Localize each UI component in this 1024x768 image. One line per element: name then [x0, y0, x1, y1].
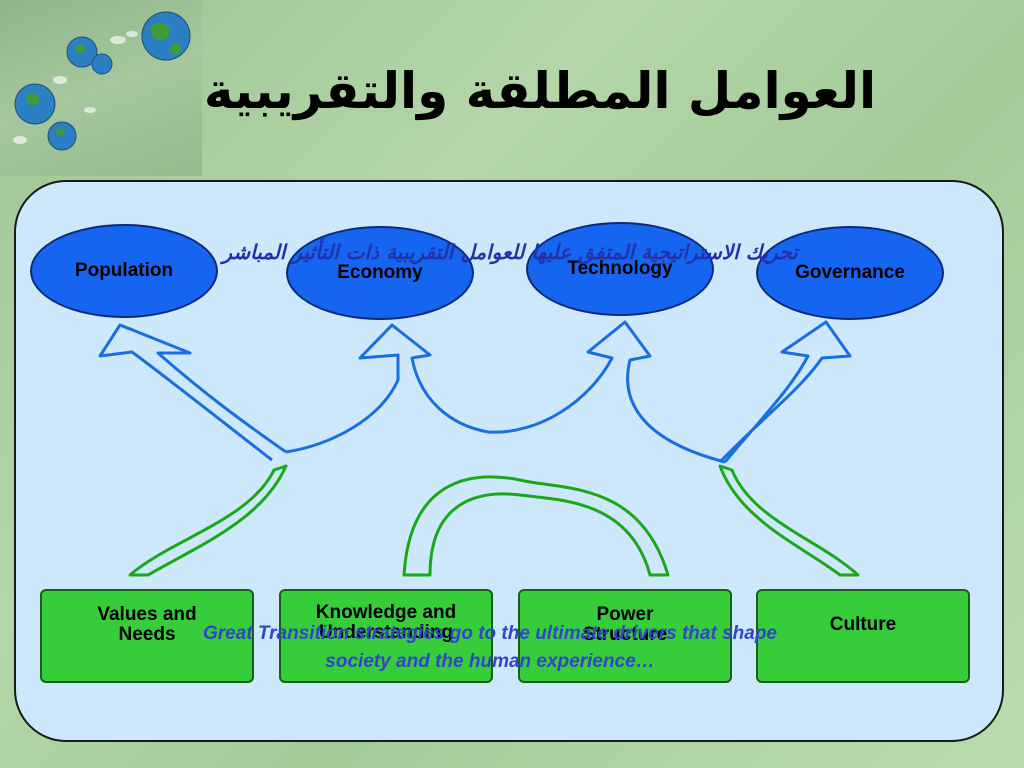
knowledge-line1: Knowledge and: [315, 602, 457, 623]
technology-node: Technology: [526, 222, 714, 316]
governance-label: Governance: [795, 262, 905, 283]
values-needs-line2: Needs: [118, 624, 176, 645]
knowledge-line2: Understanding: [318, 622, 454, 643]
globe-footprints-logo: [0, 0, 202, 176]
population-node: Population: [30, 224, 218, 318]
globe-footprints-icon: [13, 11, 191, 151]
culture-line1: Culture: [829, 614, 897, 635]
english-caption-line1: Great Transition strategies go to the ul…: [202, 623, 777, 644]
economy-node: Economy: [286, 226, 474, 320]
population-label: Population: [74, 260, 174, 281]
blue-arrows: [98, 320, 852, 464]
values-needs-line1: Values and: [97, 604, 197, 625]
english-caption: Great Transition strategies go to the ul…: [60, 620, 920, 676]
green-arrows: [128, 464, 860, 577]
power-line1: Power: [596, 604, 654, 625]
economy-label: Economy: [337, 262, 423, 283]
technology-label: Technology: [567, 258, 673, 279]
power-line2: Structure: [582, 624, 668, 645]
english-caption-line2: society and the human experience…: [325, 651, 655, 672]
governance-node: Governance: [756, 226, 944, 320]
arabic-caption: تحريك الاستراتيجية المتفق عليها للعوامل …: [222, 240, 798, 264]
culture-node: Culture: [756, 589, 970, 683]
slide-title: العوامل المطلقة والتقريبية: [203, 62, 877, 120]
